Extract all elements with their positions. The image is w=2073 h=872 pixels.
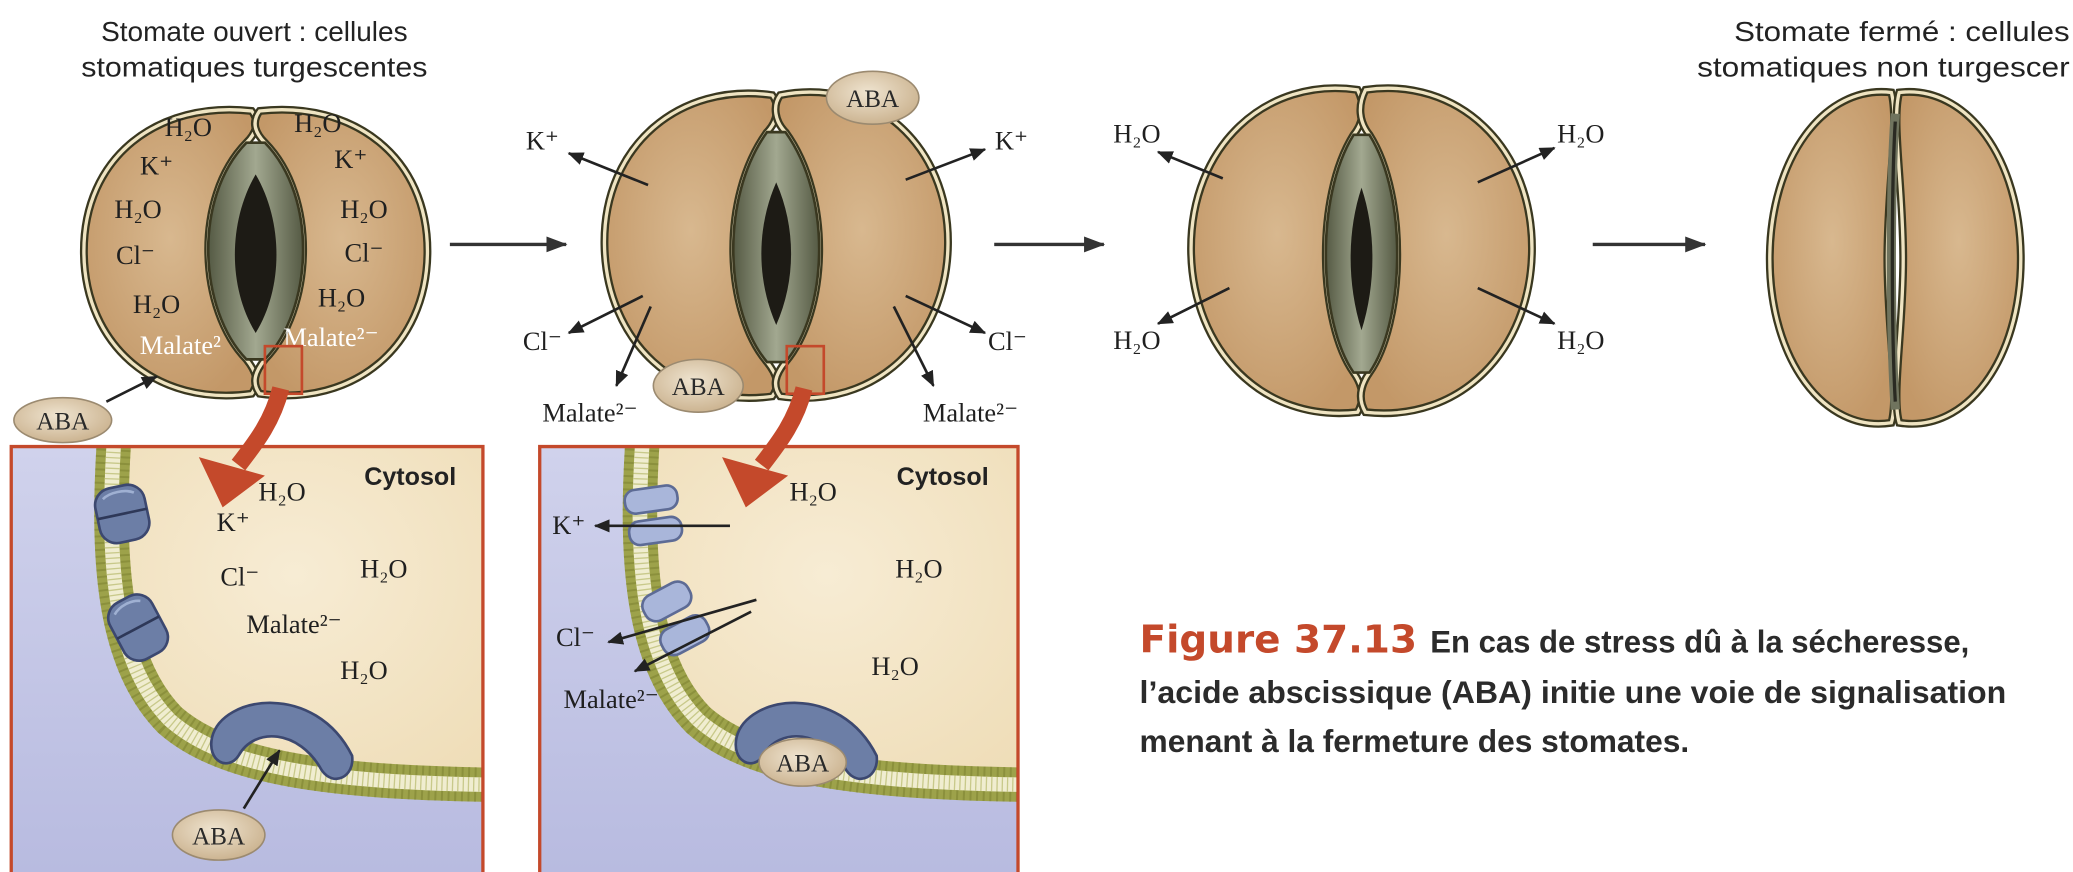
stomate-closing xyxy=(1191,88,1532,413)
ion-label: Malate² xyxy=(140,330,221,360)
ion-label: Malate²⁻ xyxy=(283,322,378,352)
ion-label: K⁺ xyxy=(217,507,250,537)
aba-molecule: ABA xyxy=(172,810,264,860)
ion-label: H₂O xyxy=(895,553,942,583)
aba-molecule: ABA xyxy=(759,739,846,787)
open-stoma-title-line2: stomatiques turgescentes xyxy=(81,52,427,83)
cytosol-label: Cytosol xyxy=(364,463,456,491)
ion-label: K⁺ xyxy=(995,125,1028,155)
ion-label: H₂O xyxy=(294,108,341,138)
aba-label: ABA xyxy=(672,374,725,401)
aba-molecule: ABA xyxy=(653,359,743,412)
ion-label: H₂O xyxy=(340,194,387,224)
open-stoma-title-line1: Stomate ouvert : cellules xyxy=(101,16,408,47)
ion-label: H₂O xyxy=(1113,119,1160,149)
ion-label: K⁺ xyxy=(552,510,585,540)
stomate-open: H₂O K⁺ H₂O Cl⁻ H₂O Malate² H₂O K⁺ H₂O Cl… xyxy=(84,108,428,395)
aba-molecule: ABA xyxy=(826,71,918,124)
ion-label: Cl⁻ xyxy=(988,326,1027,356)
ion-label: Cl⁻ xyxy=(345,238,384,268)
ion-label: K⁺ xyxy=(140,150,173,180)
ion-label: Malate²⁻ xyxy=(542,397,637,427)
detail-panel-aba: ABA Cytosol H₂O K⁺ H₂O Cl⁻ Malate²⁻ H₂O xyxy=(540,436,1029,872)
guard-cell-right xyxy=(1897,92,2021,424)
ion-label: H₂O xyxy=(1557,119,1604,149)
ion-label: H₂O xyxy=(340,655,387,685)
ion-label: H₂O xyxy=(114,194,161,224)
closed-stoma-title-line1: Stomate fermé : cellules xyxy=(1734,16,2070,47)
aba-label: ABA xyxy=(776,751,829,778)
ion-label: Cl⁻ xyxy=(116,240,155,270)
ion-label: K⁺ xyxy=(526,125,559,155)
aba-label: ABA xyxy=(36,408,89,435)
ion-label: H₂O xyxy=(1557,325,1604,355)
caption-line: l’acide abscissique (ABA) initie une voi… xyxy=(1140,674,2007,710)
ion-label: Cl⁻ xyxy=(523,326,562,356)
ion-label: Malate²⁻ xyxy=(563,684,658,714)
guard-cell-left xyxy=(1770,92,1894,424)
ion-label: H₂O xyxy=(258,477,305,507)
aba-label: ABA xyxy=(192,823,245,850)
aba-label: ABA xyxy=(846,86,899,113)
detail-panel-open: ABA Cytosol H₂O K⁺ Cl⁻ H₂O Malate²⁻ H₂O xyxy=(11,436,492,872)
figure-number: Figure 37.13 xyxy=(1140,618,1417,663)
caption-line: menant à la fermeture des stomates. xyxy=(1140,723,1690,759)
cytosol-label: Cytosol xyxy=(897,463,989,491)
figure-caption: Figure 37.13 En cas de stress dû à la sé… xyxy=(1140,618,2007,759)
ion-label: H₂O xyxy=(360,553,407,583)
stomate-aba-signalling xyxy=(604,92,948,398)
ion-label: H₂O xyxy=(318,283,365,313)
caption-line: En cas de stress dû à la sécheresse, xyxy=(1430,624,1969,660)
ion-label: Cl⁻ xyxy=(556,622,595,652)
aba-molecule: ABA xyxy=(14,398,112,443)
ion-label: K⁺ xyxy=(334,144,367,174)
ion-label: Malate²⁻ xyxy=(246,609,341,639)
ion-label: H₂O xyxy=(165,112,212,142)
ion-label: H₂O xyxy=(790,477,837,507)
ion-label: Malate²⁻ xyxy=(923,397,1018,427)
ion-label: H₂O xyxy=(1113,325,1160,355)
aba-binding-arrow xyxy=(106,377,156,402)
ion-label: H₂O xyxy=(871,651,918,681)
closed-stoma-title-line2: stomatiques non turgescer xyxy=(1697,52,2070,83)
stomate-closed xyxy=(1770,92,2021,424)
ion-label: Cl⁻ xyxy=(220,561,259,591)
ion-label: H₂O xyxy=(133,289,180,319)
stoma-pore xyxy=(1326,135,1397,373)
